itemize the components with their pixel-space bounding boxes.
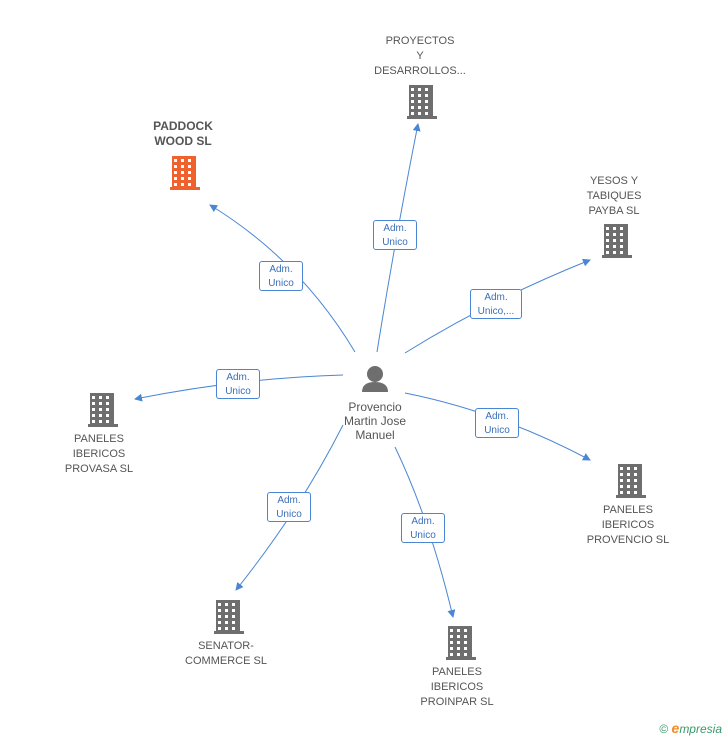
brand-logo-initial: e <box>671 720 680 736</box>
edge-label-proinpar: Adm. Unico <box>401 513 445 543</box>
brand-logo-text: mpresia <box>679 722 722 736</box>
node-label-proinpar[interactable]: PANELES IBERICOS PROINPAR SL <box>420 666 494 708</box>
edge-label-provasa: Adm. Unico <box>216 369 260 399</box>
node-label-paddock[interactable]: PADDOCK WOOD SL <box>153 119 213 148</box>
edge-label-paddock: Adm. Unico <box>259 261 303 291</box>
edge-label-senator: Adm. Unico <box>267 492 311 522</box>
node-label-yesos[interactable]: YESOS Y TABIQUES PAYBA SL <box>586 175 642 217</box>
center-person-label[interactable]: Provencio Martin Jose Manuel <box>343 400 407 442</box>
footer-brand: © empresia <box>659 720 722 736</box>
building-icon[interactable] <box>616 464 646 503</box>
edge-label-proyectos: Adm. Unico <box>373 220 417 250</box>
node-label-senator[interactable]: SENATOR- COMMERCE SL <box>185 640 267 667</box>
node-label-provasa[interactable]: PANELES IBERICOS PROVASA SL <box>64 433 134 475</box>
building-icon[interactable] <box>407 85 437 124</box>
building-icon[interactable] <box>446 626 476 665</box>
edge-label-yesos: Adm. Unico,... <box>470 289 522 319</box>
building-icon[interactable] <box>602 224 632 263</box>
node-label-provencio[interactable]: PANELES IBERICOS PROVENCIO SL <box>586 504 670 546</box>
copyright-symbol: © <box>659 722 669 736</box>
node-label-proyectos[interactable]: PROYECTOS Y DESARROLLOS... <box>374 35 466 77</box>
person-icon <box>362 366 388 392</box>
edge-label-provencio: Adm. Unico <box>475 408 519 438</box>
building-icon[interactable] <box>88 393 118 432</box>
building-icon[interactable] <box>214 600 244 639</box>
building-icon[interactable] <box>170 156 200 195</box>
